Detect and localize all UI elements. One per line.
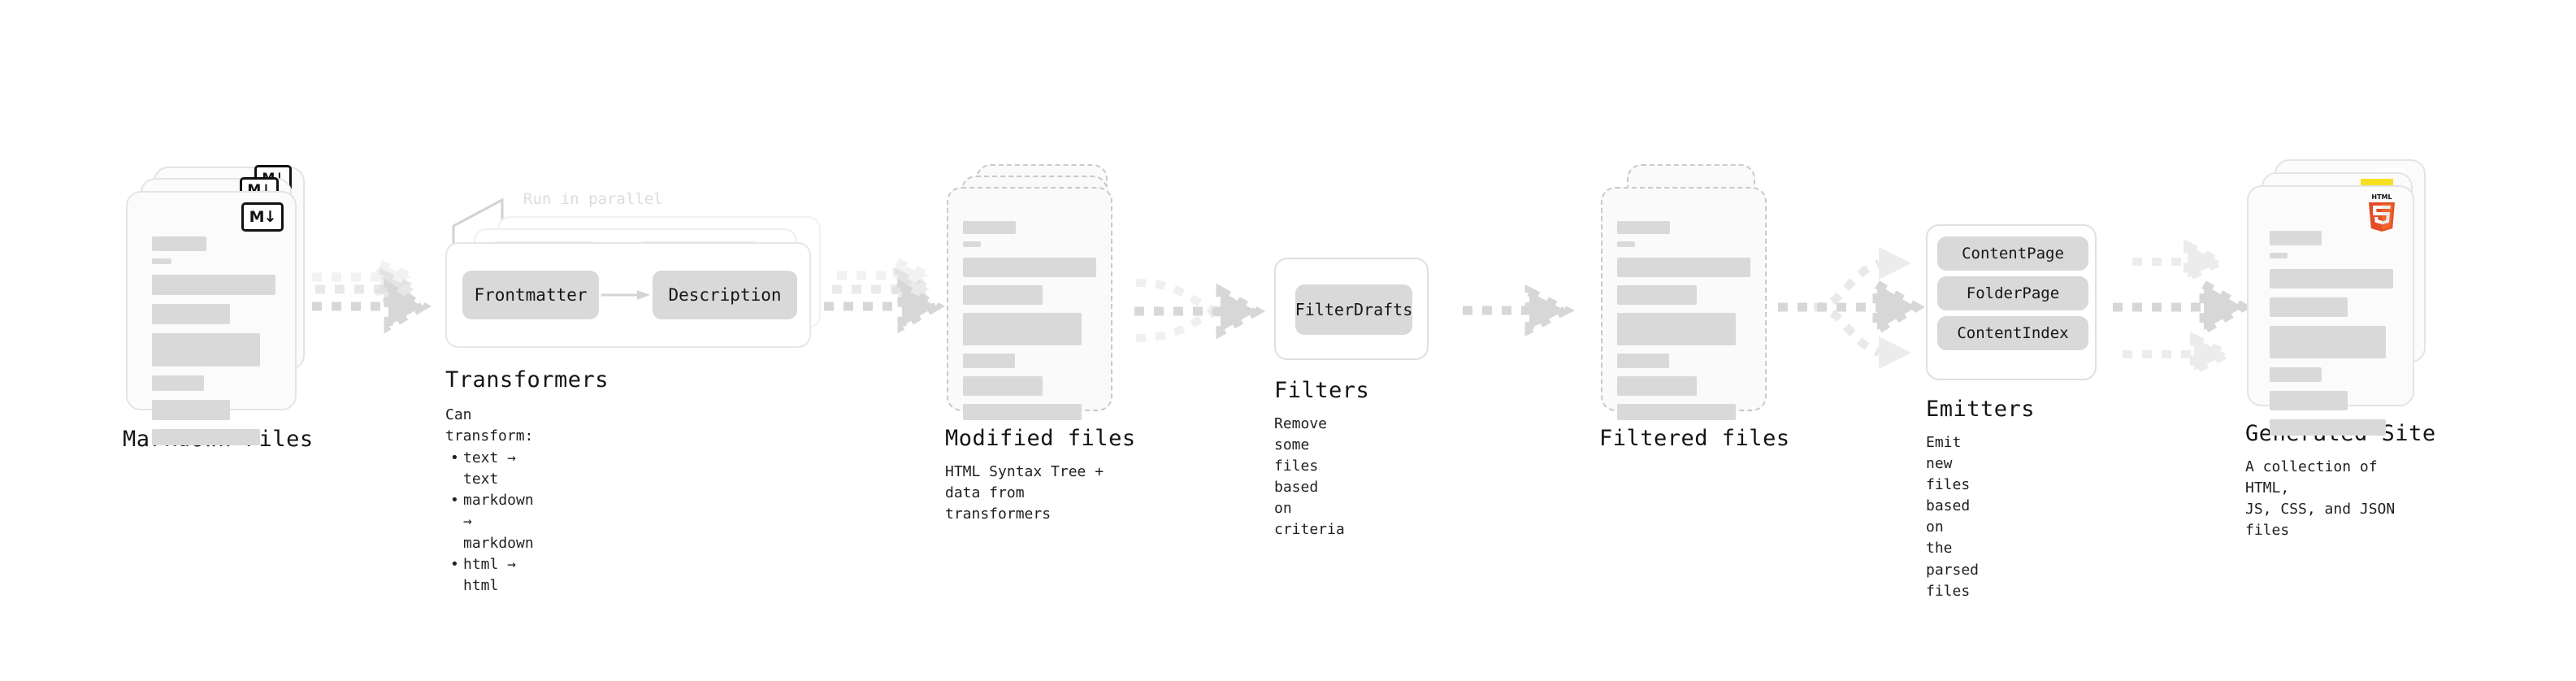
html5-icon-label: HTML bbox=[2371, 193, 2392, 201]
card-content-lines bbox=[963, 221, 1096, 427]
stage-title-modified-files: Modified files bbox=[945, 426, 1136, 451]
emitters-box: ContentPage FolderPage ContentIndex bbox=[1926, 224, 2097, 380]
parallel-bracket-icon bbox=[452, 197, 504, 249]
stage-title-emitters: Emitters bbox=[1926, 397, 2036, 422]
capabilities-list: text → text markdown → markdown html → h… bbox=[445, 448, 534, 596]
arrow-icon bbox=[601, 290, 650, 300]
stage-title-filtered-files: Filtered files bbox=[1599, 426, 1790, 451]
list-item: html → html bbox=[450, 554, 534, 596]
arrow-emitters-to-site bbox=[2105, 234, 2267, 380]
chip-filterdrafts[interactable]: FilterDrafts bbox=[1295, 284, 1412, 335]
filters-box: FilterDrafts bbox=[1274, 258, 1429, 360]
markdown-file-stack: M↓ M↓ M↓ bbox=[126, 165, 305, 445]
stage-modified-files: Modified files HTML Syntax Tree + data f… bbox=[945, 164, 1135, 523]
html5-icon: HTML bbox=[2369, 193, 2395, 232]
dashed-arrow-icon bbox=[312, 257, 432, 334]
card-content-lines bbox=[1617, 221, 1750, 427]
list-item: text → text bbox=[450, 448, 534, 490]
arrow-filtered-to-emitters bbox=[1776, 234, 1931, 380]
capabilities-header: Can transform: bbox=[445, 406, 534, 445]
arrow-transformers-to-modified bbox=[824, 255, 946, 354]
stage-subtitle-generated-site: A collection of HTML, JS, CSS, and JSON … bbox=[2245, 458, 2396, 540]
filtered-file-stack bbox=[1601, 164, 1772, 424]
generated-site-stack: CSS HTML bbox=[2247, 159, 2426, 436]
branching-dashed-arrow-icon bbox=[1778, 247, 1925, 369]
stage-subtitle-modified-files: HTML Syntax Tree + data from transformer… bbox=[945, 463, 1104, 523]
stage-subtitle-filters: Remove some files based on criteria bbox=[1274, 415, 1345, 539]
modified-card-front bbox=[947, 187, 1112, 420]
card-content-lines bbox=[2270, 231, 2395, 443]
stage-title-filters: Filters bbox=[1274, 378, 1370, 403]
stage-filtered-files: Filtered files bbox=[1599, 164, 1789, 451]
site-card-html: HTML bbox=[2247, 185, 2414, 436]
arrow-markdown-to-transformers bbox=[312, 257, 434, 354]
chip-frontmatter[interactable]: Frontmatter bbox=[462, 271, 599, 319]
markdown-card-front: M↓ bbox=[126, 191, 297, 445]
parallel-dashed-arrows-icon bbox=[2113, 238, 2252, 378]
transformers-capabilities: Can transform: text → text markdown → ma… bbox=[445, 405, 534, 596]
stage-title-transformers: Transformers bbox=[445, 367, 609, 393]
card-content-lines bbox=[152, 236, 277, 453]
run-in-parallel-label: Run in parallel bbox=[523, 190, 663, 208]
modified-file-stack bbox=[947, 164, 1117, 424]
chip-description[interactable]: Description bbox=[653, 271, 797, 319]
converging-dashed-arrow-icon bbox=[1134, 279, 1266, 342]
markdown-icon: M↓ bbox=[241, 202, 284, 232]
stage-generated-site: CSS HTML bbox=[2245, 159, 2435, 539]
filtered-card-front bbox=[1601, 187, 1767, 420]
dashed-arrow-icon bbox=[824, 255, 946, 334]
chip-contentindex[interactable]: ContentIndex bbox=[1937, 316, 2088, 350]
chip-folderpage[interactable]: FolderPage bbox=[1937, 276, 2088, 310]
stage-subtitle-emitters: Emit new files based on the parsed files bbox=[1926, 434, 1980, 600]
stage-markdown-files: M↓ M↓ M↓ Markdown Files bbox=[123, 165, 313, 452]
transformer-card-front: Frontmatter Description bbox=[445, 242, 811, 348]
chip-contentpage[interactable]: ContentPage bbox=[1937, 236, 2088, 271]
list-item: markdown → markdown bbox=[450, 490, 534, 553]
arrow-modified-to-filters bbox=[1130, 258, 1276, 372]
dashed-arrow-icon bbox=[1463, 284, 1575, 337]
arrow-filters-to-filtered bbox=[1463, 284, 1585, 340]
